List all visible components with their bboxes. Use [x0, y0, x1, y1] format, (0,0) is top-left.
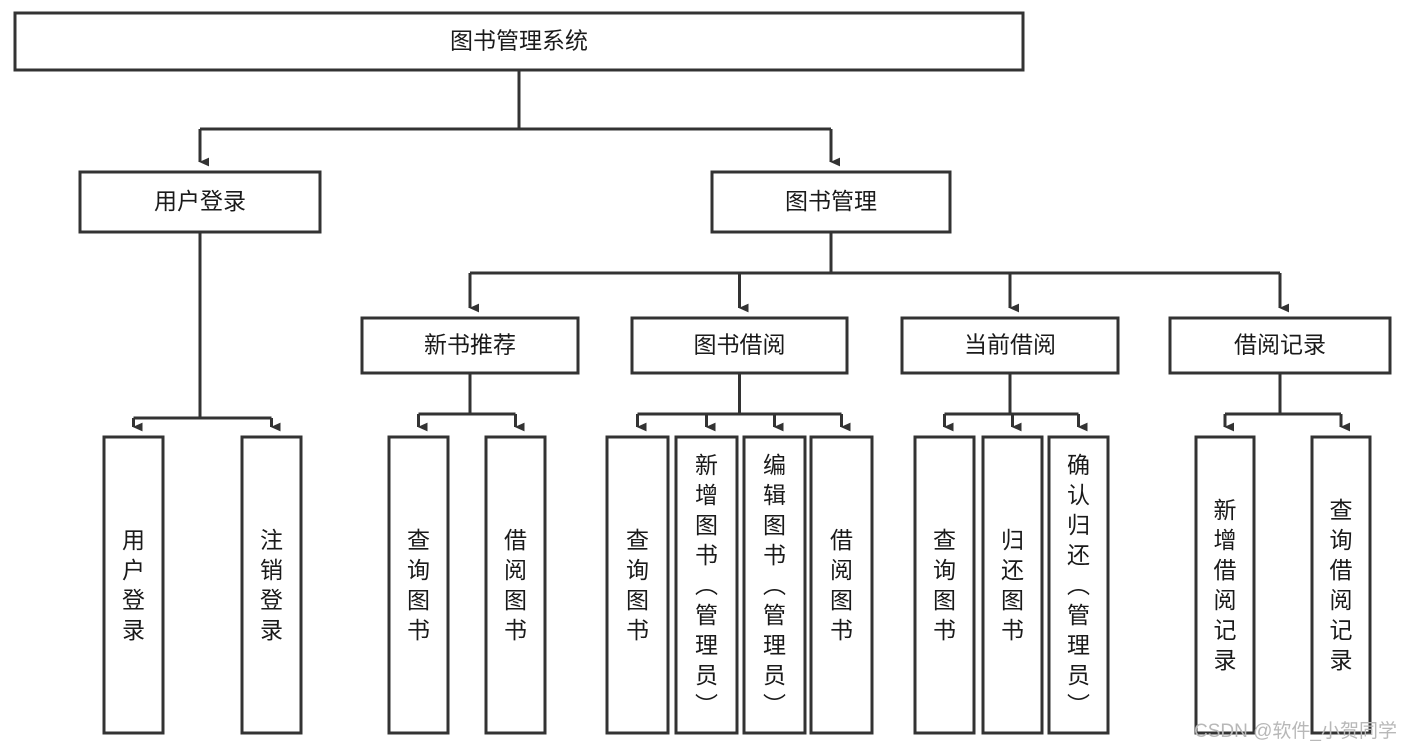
node-label: 图书管理系统 — [450, 28, 588, 54]
node-box[interactable] — [630, 316, 849, 375]
node-current-borrow[interactable]: 当前借阅 — [900, 316, 1120, 375]
node-user-login[interactable]: 用户登录 — [78, 170, 322, 234]
node-box[interactable] — [78, 170, 322, 234]
node-label: 用户登录 — [154, 188, 246, 214]
node-box[interactable] — [981, 435, 1044, 735]
node-new-book-rec[interactable]: 新书推荐 — [360, 316, 580, 375]
node-leaf-logout[interactable]: 注销登录 — [240, 435, 303, 735]
node-label: 借阅记录 — [1234, 332, 1326, 358]
node-box[interactable] — [1194, 435, 1256, 735]
node-book-manage[interactable]: 图书管理 — [710, 170, 952, 234]
node-label: 图书借阅 — [694, 332, 786, 358]
node-leaf-edit-book[interactable]: 编辑图书︵管理员︶ — [742, 435, 807, 735]
node-leaf-query-book-3[interactable]: 查询图书 — [913, 435, 976, 735]
node-label: 新增借阅记录 — [1214, 497, 1237, 673]
node-box[interactable] — [674, 435, 739, 735]
node-label: 归还图书 — [1001, 527, 1024, 643]
node-label: 当前借阅 — [964, 332, 1056, 358]
node-label: 确认归还︵管理员︶ — [1067, 452, 1090, 718]
node-label: 注销登录 — [260, 527, 283, 643]
node-box[interactable] — [710, 170, 952, 234]
node-leaf-borrow-book-2[interactable]: 借阅图书 — [809, 435, 874, 735]
node-borrow-record[interactable]: 借阅记录 — [1168, 316, 1392, 375]
node-box[interactable] — [240, 435, 303, 735]
node-label: 新书推荐 — [424, 332, 516, 358]
node-box[interactable] — [1168, 316, 1392, 375]
node-box[interactable] — [484, 435, 547, 735]
node-book-borrow[interactable]: 图书借阅 — [630, 316, 849, 375]
node-label: 新增图书︵管理员︶ — [695, 452, 718, 718]
node-leaf-add-book[interactable]: 新增图书︵管理员︶ — [674, 435, 739, 735]
node-label: 编辑图书︵管理员︶ — [763, 452, 786, 718]
nodes-layer: 图书管理系统用户登录图书管理新书推荐图书借阅当前借阅借阅记录用户登录注销登录查询… — [13, 11, 1392, 735]
node-label: 借阅图书 — [504, 527, 527, 643]
node-box[interactable] — [387, 435, 450, 735]
node-box[interactable] — [900, 316, 1120, 375]
node-label: 用户登录 — [122, 527, 145, 643]
node-box[interactable] — [360, 316, 580, 375]
node-box[interactable] — [102, 435, 165, 735]
node-box[interactable] — [1310, 435, 1372, 735]
node-label: 查询图书 — [626, 527, 649, 643]
node-leaf-query-book-2[interactable]: 查询图书 — [605, 435, 670, 735]
node-leaf-query-record[interactable]: 查询借阅记录 — [1310, 435, 1372, 735]
node-label: 图书管理 — [785, 188, 877, 214]
node-leaf-add-record[interactable]: 新增借阅记录 — [1194, 435, 1256, 735]
node-leaf-user-login[interactable]: 用户登录 — [102, 435, 165, 735]
node-box[interactable] — [605, 435, 670, 735]
node-box[interactable] — [742, 435, 807, 735]
node-box[interactable] — [1047, 435, 1110, 735]
node-label: 查询图书 — [933, 527, 956, 643]
node-leaf-query-book-1[interactable]: 查询图书 — [387, 435, 450, 735]
node-root[interactable]: 图书管理系统 — [13, 11, 1025, 72]
node-box[interactable] — [809, 435, 874, 735]
node-label: 借阅图书 — [830, 527, 853, 643]
edges-layer — [132, 70, 1351, 432]
node-box[interactable] — [913, 435, 976, 735]
node-leaf-confirm-return[interactable]: 确认归还︵管理员︶ — [1047, 435, 1110, 735]
node-leaf-return-book[interactable]: 归还图书 — [981, 435, 1044, 735]
node-label: 查询借阅记录 — [1330, 497, 1353, 673]
node-box[interactable] — [13, 11, 1025, 72]
node-leaf-borrow-book-1[interactable]: 借阅图书 — [484, 435, 547, 735]
node-label: 查询图书 — [407, 527, 430, 643]
